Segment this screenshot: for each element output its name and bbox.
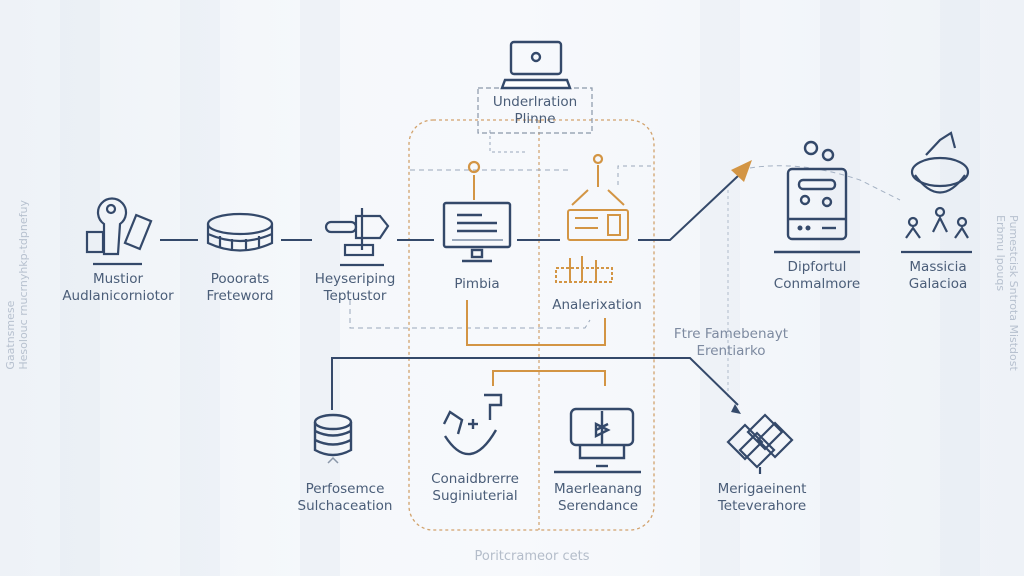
label-line1: Massicia [909, 259, 967, 275]
node-dot-icon [592, 153, 604, 165]
side-caption-left: Gaatnsmese Hesolouc rnucrnyhkp-tdpnefuy [4, 200, 30, 370]
label-line1: Heyseriping [314, 271, 396, 287]
side-caption-line: Pumestcisk Sntrota Mistdost [1007, 215, 1020, 371]
label-line2: Conmalmore [773, 276, 861, 292]
label-line2: Sulchaceation [297, 498, 393, 514]
link-analyzation-dipfortul [638, 175, 739, 241]
node-massicia-label[interactable]: Massicia Galacioa [909, 259, 967, 293]
pipeline-group-box [408, 119, 655, 531]
label-line1: Maerleanang [553, 481, 643, 497]
dashed-connector [749, 165, 901, 201]
annotation-label: Ftre Famebenayt Erentiarko [674, 326, 788, 360]
book-monitor-icon [554, 407, 641, 474]
arrowhead-icon [731, 160, 752, 182]
node-plimbia-label[interactable]: Pimbia [454, 276, 499, 293]
node-auth-label[interactable]: Mustior Audlanicorniotor [62, 271, 173, 305]
label-line2: Teteverahore [717, 498, 807, 514]
laptop-icon [500, 40, 572, 90]
side-caption-line: Erbmu lpouqs [994, 215, 1007, 292]
node-maerlean-label[interactable]: Maerleanang Serendance [554, 481, 642, 515]
control-panel-icon [555, 189, 629, 283]
annotation-line1: Ftre Famebenayt [673, 326, 789, 342]
label-line2: Serendance [557, 498, 639, 514]
database-stack-icon [313, 413, 353, 464]
label-line2: Galacioa [908, 276, 968, 292]
storage-ring-icon [206, 212, 274, 252]
node-consol-label[interactable]: Conaidbrerre Suginiuterial [431, 471, 519, 505]
node-framework-label[interactable]: Pooorats Freteword [206, 271, 273, 305]
title-node-line1: Underlration [492, 94, 578, 110]
node-dipfortul-label[interactable]: Dipfortul Conmalmore [774, 259, 860, 293]
label-line2: Audlanicorniotor [62, 288, 174, 304]
node-analyzation-label[interactable]: Analerixation [552, 297, 642, 314]
integration-icon [442, 393, 503, 456]
dashed-connector [489, 130, 525, 153]
side-caption-right: Pumestcisk Sntrota Mistdost Erbmu lpouqs [994, 215, 1020, 371]
dashed-connector [617, 165, 655, 185]
node-mergament-label[interactable]: Merigaeinent Teteverahore [718, 481, 807, 515]
label-line1: Dipfortul [787, 259, 847, 275]
node-dot-icon [467, 160, 481, 174]
side-caption-line: Gaatnsmese [4, 300, 17, 370]
label-line1: Pimbia [454, 276, 500, 292]
server-unit-icon [774, 140, 860, 254]
label-line1: Perfosemce [305, 481, 385, 497]
side-caption-line: Hesolouc rnucrnyhkp-tdpnefuy [17, 200, 30, 370]
annotation-line2: Erentiarko [696, 343, 766, 359]
robot-arm-icon [324, 208, 390, 267]
label-line1: Pooorats [210, 271, 270, 287]
label-line1: Mustior [92, 271, 144, 287]
orange-connector [466, 300, 606, 346]
team-bowl-icon [901, 131, 972, 254]
title-node-line2: Plinne [514, 111, 556, 127]
label-line1: Conaidbrerre [431, 471, 519, 487]
orange-connector [492, 370, 606, 386]
link-bottom-loop [331, 357, 739, 410]
arrowhead-icon [731, 404, 741, 414]
label-line2: Suginiuterial [432, 488, 518, 504]
label-line2: Freteword [206, 288, 274, 304]
monitor-icon [442, 201, 512, 263]
node-tester-label[interactable]: Heyseriping Teptustor [315, 271, 396, 305]
label-line2: Teptustor [323, 288, 387, 304]
label-line1: Merigaeinent [717, 481, 807, 497]
network-mesh-icon [726, 413, 794, 474]
label-line2: Analerixation [552, 297, 642, 313]
title-node-label: Underlration Plinne [493, 94, 577, 128]
device-key-icon [85, 197, 153, 266]
node-perf-label[interactable]: Perfosemce Sulchaceation [298, 481, 393, 515]
group-caption: Poritcrameor cets [474, 549, 590, 564]
